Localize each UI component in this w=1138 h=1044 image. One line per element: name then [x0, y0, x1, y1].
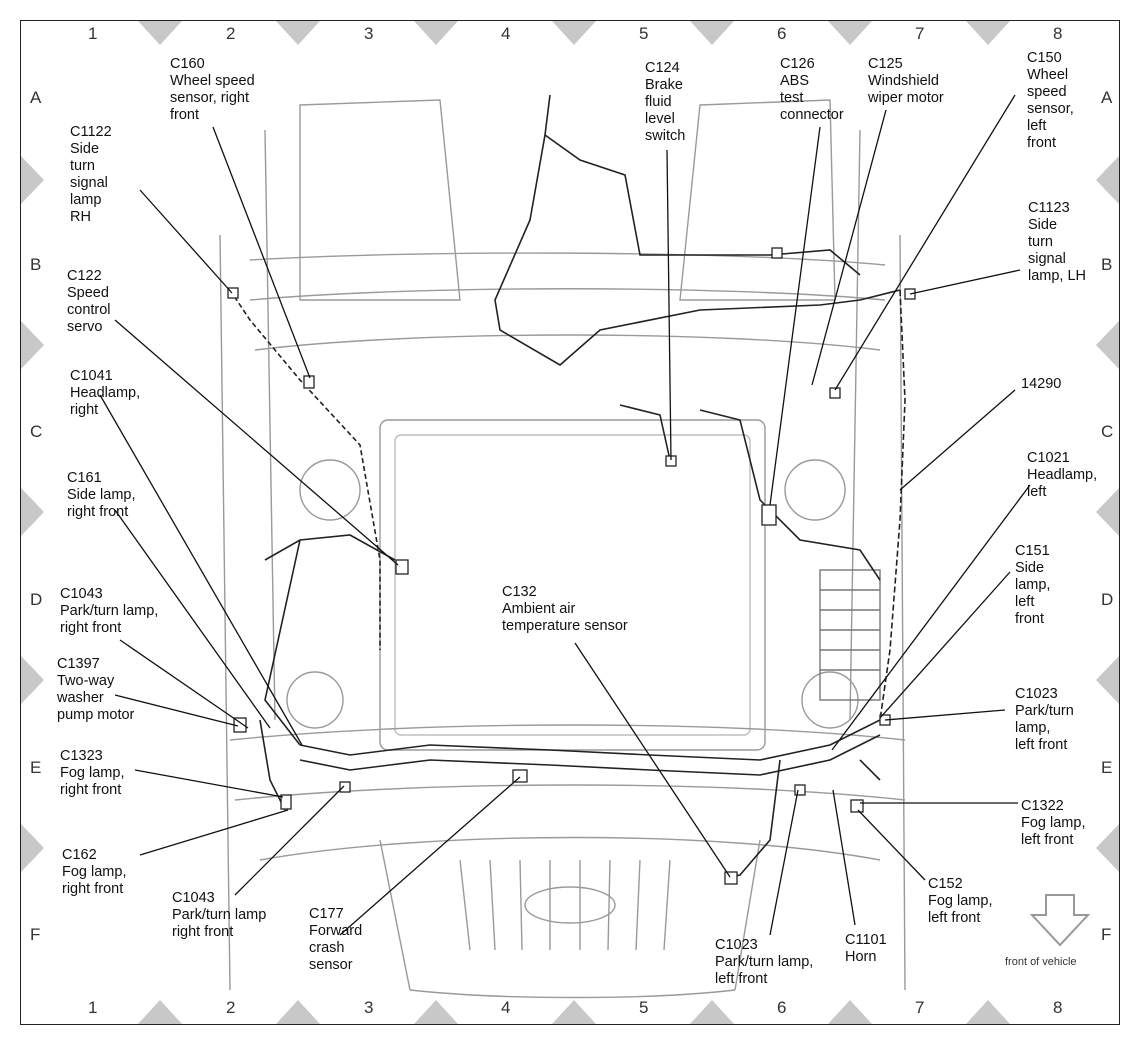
- grid-col-top-6: 6: [777, 24, 787, 43]
- label-c1023-bottom: C1023 Park/turn lamp, left front: [715, 937, 814, 987]
- label-c161: C161 Side lamp, right front: [67, 470, 136, 520]
- label-c1123: C1123 Side turn signal lamp, LH: [1028, 200, 1087, 284]
- label-c124: C124 Brake fluid level switch: [645, 60, 686, 144]
- grid-col-bottom-8: 8: [1053, 998, 1063, 1017]
- label-c160: C160 Wheel speed sensor, right front: [170, 56, 255, 123]
- grid-marker-left-2: [21, 321, 44, 369]
- grid-marker-top-6: [828, 21, 872, 45]
- grid-marker-top-1: [138, 21, 182, 45]
- grid-row-right-b: B: [1101, 255, 1113, 274]
- label-c1122: C1122 Side turn signal lamp RH: [70, 124, 112, 225]
- grid-col-top-2: 2: [226, 24, 236, 43]
- grid-marker-left-5: [21, 824, 44, 872]
- grid-row-left-a: A: [30, 88, 42, 107]
- front-arrow-icon: [1029, 894, 1091, 947]
- grid-row-left-d: D: [30, 590, 43, 609]
- label-c132: C132 Ambient air temperature sensor: [502, 584, 628, 634]
- grid-row-left-e: E: [30, 758, 42, 777]
- label-c126: C126 ABS test connector: [780, 56, 844, 123]
- grid-col-bottom-3: 3: [364, 998, 374, 1017]
- grid-marker-bottom-4: [552, 1000, 596, 1024]
- label-c1043-bottom: C1043 Park/turn lamp right front: [172, 890, 267, 940]
- label-c1043-right: C1043 Park/turn lamp, right front: [60, 586, 159, 636]
- label-c177: C177 Forward crash sensor: [309, 906, 363, 973]
- grid-row-left-b: B: [30, 255, 42, 274]
- label-c150: C150 Wheel speed sensor, left front: [1027, 50, 1074, 151]
- grid-marker-bottom-2: [276, 1000, 320, 1024]
- label-c1021: C1021 Headlamp, left: [1027, 450, 1098, 500]
- grid-marker-top-2: [276, 21, 320, 45]
- grid-marker-left-1: [21, 156, 44, 204]
- grid-col-top-4: 4: [501, 24, 511, 43]
- grid-col-top-3: 3: [364, 24, 374, 43]
- grid-row-right-a: A: [1101, 88, 1113, 107]
- label-c1101: C1101 Horn: [845, 932, 887, 965]
- leader-lines: [99, 94, 1031, 936]
- grid-col-top-5: 5: [639, 24, 649, 43]
- label-c122: C122 Speed control servo: [67, 268, 111, 335]
- grid-marker-top-5: [690, 21, 734, 45]
- label-c1041: C1041 Headlamp, right: [70, 368, 141, 418]
- grid-marker-right-4: [1096, 656, 1119, 704]
- label-c1023-left: C1023 Park/turn lamp, left front: [1015, 686, 1074, 753]
- grid-marker-top-3: [414, 21, 458, 45]
- label-c151: C151 Side lamp, left front: [1015, 543, 1051, 627]
- grid-marker-top-4: [552, 21, 596, 45]
- grid-col-top-1: 1: [88, 24, 98, 43]
- grid-row-left-f: F: [30, 925, 41, 944]
- grid-col-top-7: 7: [915, 24, 925, 43]
- label-c1322: C1322 Fog lamp, left front: [1021, 798, 1086, 848]
- grid-row-right-d: D: [1101, 590, 1114, 609]
- wiring-harness: [229, 94, 906, 879]
- grid-marker-left-3: [21, 488, 44, 536]
- grid-row-right-c: C: [1101, 422, 1114, 441]
- grid-marker-bottom-5: [690, 1000, 734, 1024]
- grid-marker-bottom-1: [138, 1000, 182, 1024]
- grid-row-right-e: E: [1101, 758, 1113, 777]
- label-c162: C162 Fog lamp, right front: [62, 847, 127, 897]
- diagram-frame: [20, 20, 1120, 1025]
- grid-col-bottom-5: 5: [639, 998, 649, 1017]
- label-14290: 14290: [1021, 376, 1062, 392]
- label-c1323: C1323 Fog lamp, right front: [60, 748, 125, 798]
- grid-row-right-f: F: [1101, 925, 1112, 944]
- grid-marker-right-1: [1096, 156, 1119, 204]
- vehicle-drawing: [219, 99, 906, 999]
- grid-col-bottom-6: 6: [777, 998, 787, 1017]
- grid-marker-bottom-3: [414, 1000, 458, 1024]
- grid-col-top-8: 8: [1053, 24, 1063, 43]
- grid-marker-right-5: [1096, 824, 1119, 872]
- grid-marker-bottom-7: [966, 1000, 1010, 1024]
- grid-col-bottom-1: 1: [88, 998, 98, 1017]
- front-of-vehicle-note: front of vehicle: [1005, 956, 1077, 968]
- grid-marker-left-4: [21, 656, 44, 704]
- grid-row-left-c: C: [30, 422, 43, 441]
- grid-col-bottom-7: 7: [915, 998, 925, 1017]
- grid-marker-right-3: [1096, 488, 1119, 536]
- label-c125: C125 Windshield wiper motor: [868, 56, 944, 106]
- grid-marker-top-7: [966, 21, 1010, 45]
- label-c152: C152 Fog lamp, left front: [928, 876, 993, 926]
- grid-marker-bottom-6: [828, 1000, 872, 1024]
- grid-markers: [21, 21, 1119, 1024]
- label-c1397: C1397 Two-way washer pump motor: [57, 656, 135, 723]
- grid-marker-right-2: [1096, 321, 1119, 369]
- grid-col-bottom-4: 4: [501, 998, 511, 1017]
- grid-col-bottom-2: 2: [226, 998, 236, 1017]
